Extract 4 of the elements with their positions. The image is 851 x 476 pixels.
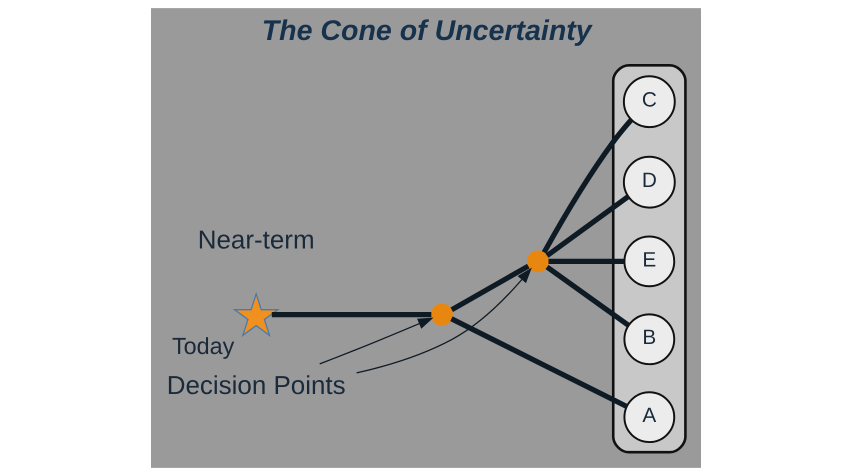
node-text: Decision Points xyxy=(166,370,346,400)
label: Near-term xyxy=(197,224,314,254)
node-label: Today xyxy=(172,333,234,360)
diagram-title: The Cone of Uncertainty xyxy=(261,15,592,48)
